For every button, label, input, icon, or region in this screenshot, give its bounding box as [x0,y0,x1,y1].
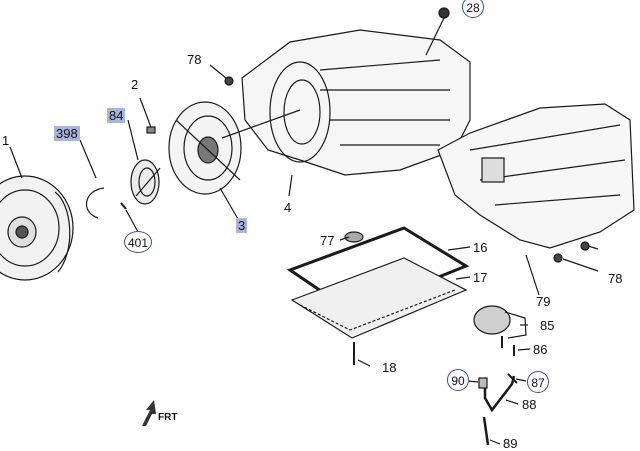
callout-84: 84 [107,108,126,123]
callout-17: 17 [473,270,488,285]
pump-bolt [139,97,156,134]
fitting-90 [478,377,488,389]
callout-4: 4 [284,200,292,215]
plug-28 [438,7,450,19]
callout-90: 90 [447,369,469,391]
callout-28: 28 [462,0,484,18]
callout-87: 87 [527,371,549,393]
fitting-87 [507,373,518,384]
extension-housing [437,103,635,249]
bolt-78-a [580,241,590,251]
bolt-401 [120,202,127,210]
callout-1: 1 [2,133,10,148]
oil-pan [290,257,468,339]
snap-ring [86,187,105,219]
callout-18: 18 [382,360,397,375]
callout-88: 88 [522,397,537,412]
callout-2: 2 [131,77,139,92]
callout-3: 3 [236,218,248,233]
callout-16: 16 [473,240,488,255]
callout-78-top: 78 [187,52,202,67]
transmission-case [221,29,471,176]
oil-pump [168,101,242,195]
plug-78-top [224,76,234,86]
bolt-89 [482,416,490,446]
seal-assembly [130,159,161,205]
callout-79: 79 [536,294,551,309]
callout-85: 85 [540,318,555,333]
callout-401: 401 [124,231,152,253]
cooler-pipe-88 [483,375,516,413]
magnet-77 [344,231,364,243]
frt-label: FRT [158,412,177,423]
callout-89: 89 [503,436,518,451]
solenoid-85 [473,305,527,348]
callout-78-right: 78 [608,271,623,286]
torque-converter [0,175,74,281]
callout-86: 86 [533,342,548,357]
callout-398: 398 [54,126,80,141]
front-direction-arrow: FRT [142,400,177,426]
callout-77: 77 [320,233,335,248]
bolt-78-b [553,253,563,263]
